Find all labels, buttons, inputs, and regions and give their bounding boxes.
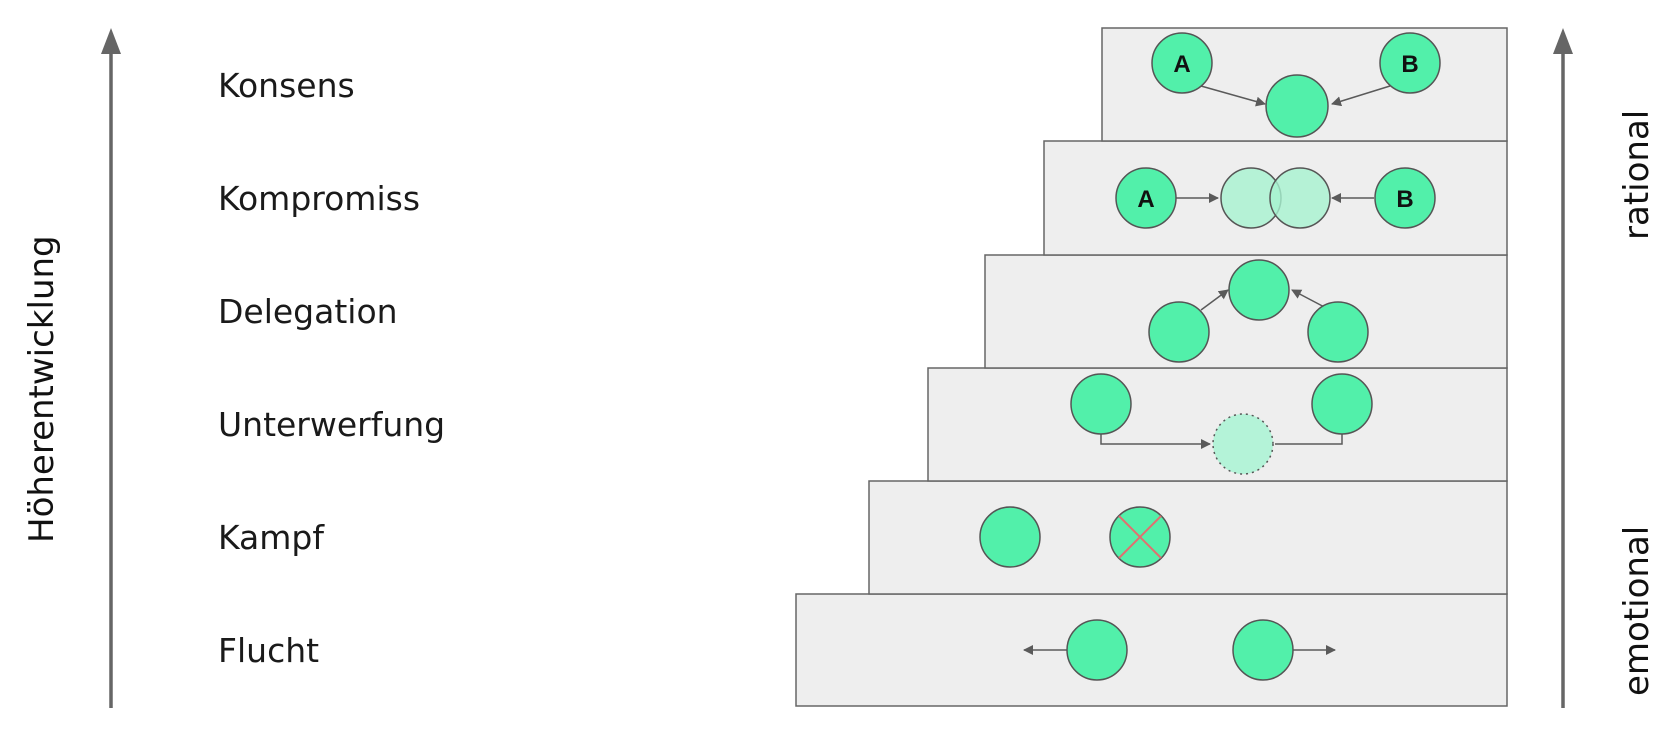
right-axis-label-rational: rational [1617,109,1657,240]
compromise-circle-right [1269,167,1331,229]
consensus-circle [1265,74,1329,138]
stage-box-kampf [868,480,1508,595]
right-axis-arrow [1553,28,1573,708]
stage-label-unterwerfung: Unterwerfung [218,405,446,444]
left-axis-label: Höherentwicklung [22,235,62,543]
delegate-circle [1228,259,1290,321]
left-axis-arrow [101,28,121,708]
stage-label-kompromiss: Kompromiss [218,179,421,218]
winner-circle [979,506,1041,568]
unterwerfung-illustration [1070,373,1373,475]
dominant-party-circle [1070,373,1132,435]
party-b-label: B [1396,186,1413,213]
delegation-illustration [1148,259,1369,363]
party-a-label: A [1137,186,1154,213]
party-a-circle [1151,32,1213,94]
right-axis-label-emotional: emotional [1617,525,1657,696]
stage-label-flucht: Flucht [218,631,320,670]
party-left-circle [1148,301,1210,363]
submitted-party-circle [1212,413,1274,475]
party-right-circle [1307,301,1369,363]
konsens-illustration: A B [1151,32,1441,138]
kompromiss-illustration: A B [1115,167,1436,229]
party-a-label: A [1173,51,1190,78]
stage-box-flucht [795,593,1508,707]
party-b-circle [1379,32,1441,94]
party-b-circle [1374,167,1436,229]
cross-icon [1118,515,1162,559]
party-b-label: B [1401,51,1418,78]
party-right-circle [1232,619,1294,681]
party-a-circle [1115,167,1177,229]
flucht-illustration [1023,619,1336,681]
party-left-circle [1066,619,1128,681]
stage-label-kampf: Kampf [218,518,324,557]
kampf-illustration [979,506,1171,568]
stage-label-konsens: Konsens [218,66,355,105]
stage-box-unterwerfung [927,367,1508,482]
stage-label-delegation: Delegation [218,292,398,331]
other-party-circle [1311,373,1373,435]
